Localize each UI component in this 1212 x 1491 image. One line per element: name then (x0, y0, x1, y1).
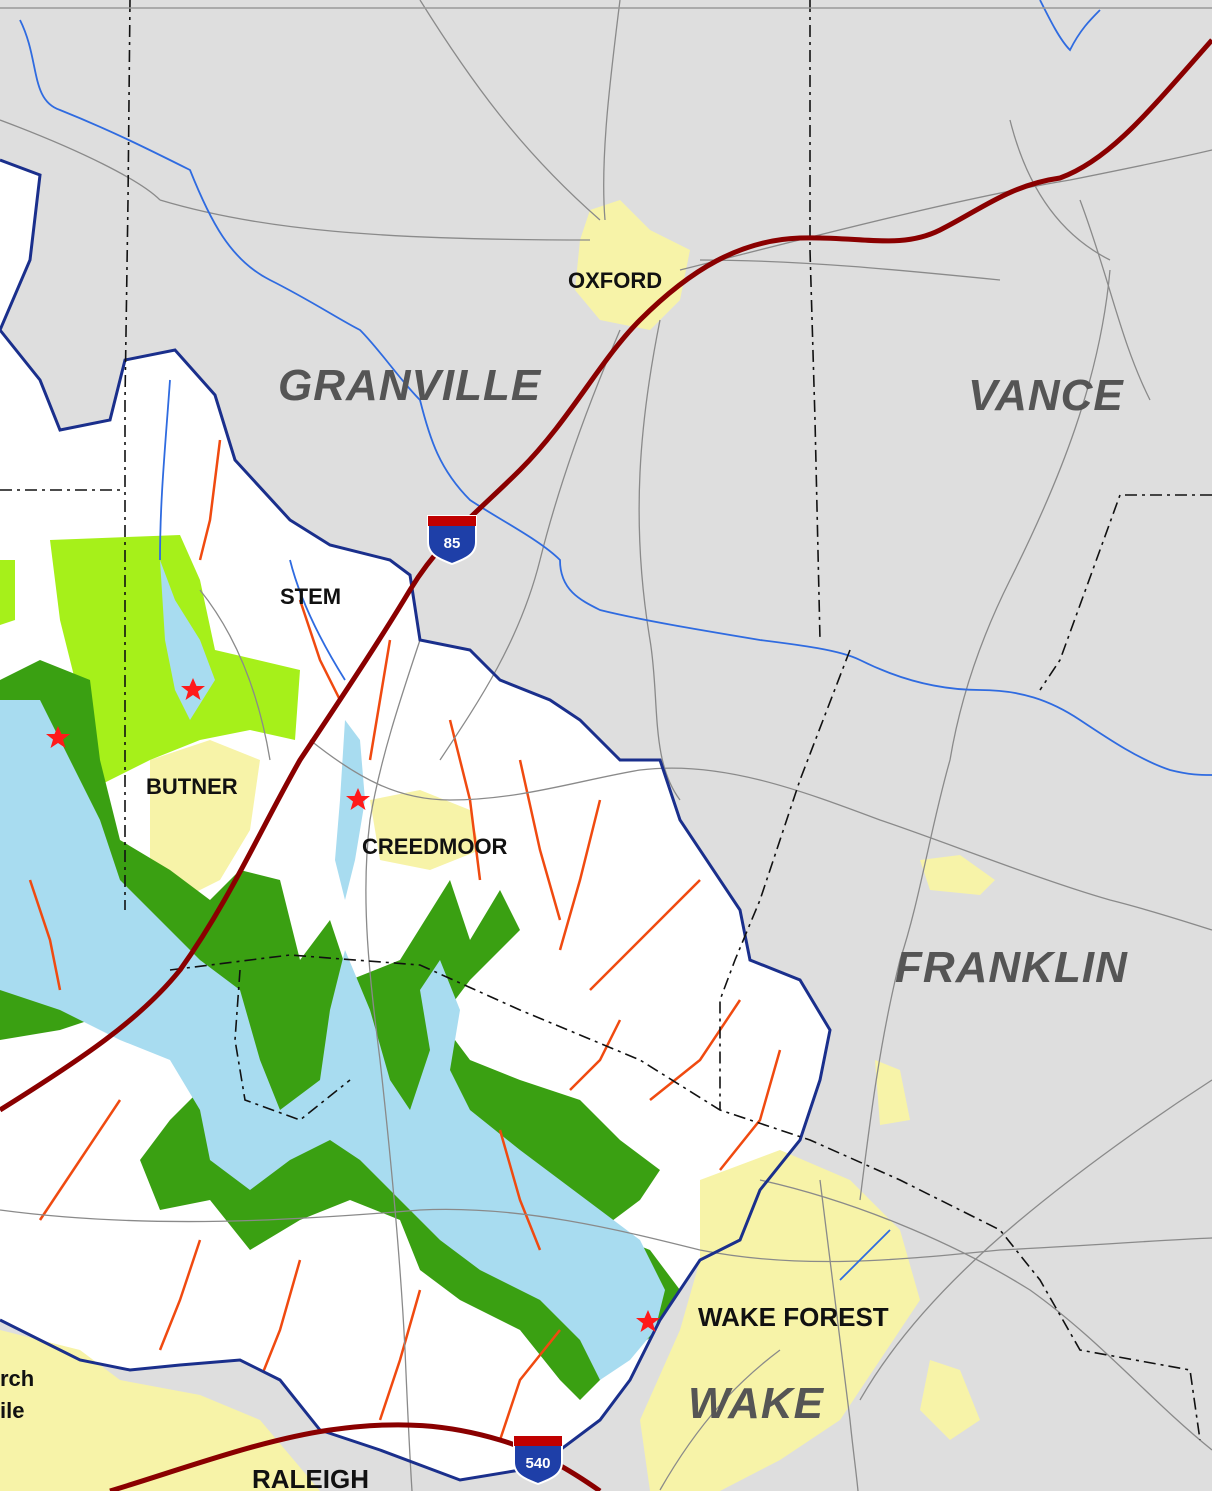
lake-arm-north (335, 720, 365, 900)
stream (368, 639, 392, 761)
stream-buffers (28, 439, 782, 1441)
urban-franklin-town (920, 855, 995, 895)
town-label-butner: BUTNER (146, 774, 238, 799)
shield-top (514, 1436, 562, 1446)
tar-river (19, 19, 1212, 776)
road (659, 1349, 781, 1491)
town-label-stem: STEM (280, 584, 341, 609)
shield-number-540: 540 (525, 1455, 550, 1472)
creek (159, 379, 171, 561)
road (0, 119, 161, 201)
interstate-shield-icon: 540 (513, 1435, 563, 1486)
urban-creedmoor (370, 790, 480, 870)
water-intakes (46, 678, 660, 1332)
town-label-wake-forest: WAKE FOREST (698, 1302, 889, 1332)
county-labels: GRANVILLE VANCE FRANKLIN WAKE (278, 361, 1128, 1428)
road (1009, 119, 1111, 261)
road (759, 1179, 1212, 1451)
county-line-wake-granville (169, 954, 1201, 1441)
stream (649, 999, 742, 1101)
town-label-edge-1: rch (0, 1366, 34, 1391)
stream (498, 1329, 561, 1441)
stream (38, 1099, 122, 1221)
county-line-franklin-east (1039, 494, 1212, 691)
shield-top (428, 516, 476, 526)
road (638, 319, 681, 801)
road (0, 1208, 1212, 1263)
stream (569, 1019, 622, 1091)
shield-number-85: 85 (444, 535, 461, 552)
town-label-oxford: OXFORD (568, 268, 662, 293)
stream (298, 599, 342, 701)
stream (498, 1129, 542, 1251)
urban-east (875, 1060, 910, 1125)
intake-star-icon (346, 788, 370, 810)
stream (558, 799, 602, 951)
north-tributary (1039, 0, 1101, 52)
road (365, 639, 421, 1491)
rivers (19, 0, 1212, 1281)
county-label-franklin: FRANKLIN (895, 943, 1128, 992)
stream (158, 1239, 202, 1351)
creek (839, 1229, 891, 1281)
falls-lake (0, 700, 665, 1380)
road (603, 0, 621, 221)
town-labels: OXFORD STEM BUTNER CREEDMOOR WAKE FOREST… (0, 268, 889, 1491)
urban-southeast (920, 1360, 980, 1440)
road (1079, 199, 1151, 401)
road (699, 259, 1001, 281)
county-line-wake-west (234, 969, 351, 1121)
county-lines (0, 0, 1212, 1441)
stream (589, 879, 701, 991)
road (419, 0, 601, 221)
road (159, 199, 591, 241)
stream (198, 439, 222, 561)
county-line-granville-west (124, 0, 131, 910)
lake-arm-gameland (160, 560, 215, 720)
creek (289, 559, 346, 681)
stream (378, 1289, 422, 1421)
town-label-creedmoor: CREEDMOOR (362, 834, 508, 859)
county-label-granville: GRANVILLE (278, 361, 542, 410)
county-label-wake: WAKE (688, 1379, 825, 1428)
road (819, 1179, 859, 1491)
intake-star-icon (636, 1310, 660, 1332)
stream (258, 1259, 302, 1381)
road (859, 1079, 1212, 1401)
shield-body (513, 1435, 563, 1486)
intake-star-icon (46, 726, 70, 748)
urban-butner (150, 740, 260, 900)
road (439, 329, 621, 761)
road (199, 589, 271, 761)
road (859, 269, 1111, 1201)
stream (28, 879, 62, 991)
interstate-shield-icon: 85 (427, 515, 477, 566)
stream (719, 1049, 782, 1171)
road (309, 739, 1212, 931)
interstate-85 (0, 38, 1212, 1113)
shield-body (427, 515, 477, 566)
gameland-west (0, 560, 15, 625)
intake-star-icon (181, 678, 205, 700)
stream (518, 759, 562, 921)
county-line-granville-vance (809, 0, 821, 641)
urban-wake-forest (640, 1150, 920, 1491)
town-label-raleigh: RALEIGH (252, 1464, 369, 1491)
town-label-edge-2: ile (0, 1398, 24, 1423)
county-label-vance: VANCE (968, 371, 1124, 420)
basin-boundary (0, 158, 832, 1482)
